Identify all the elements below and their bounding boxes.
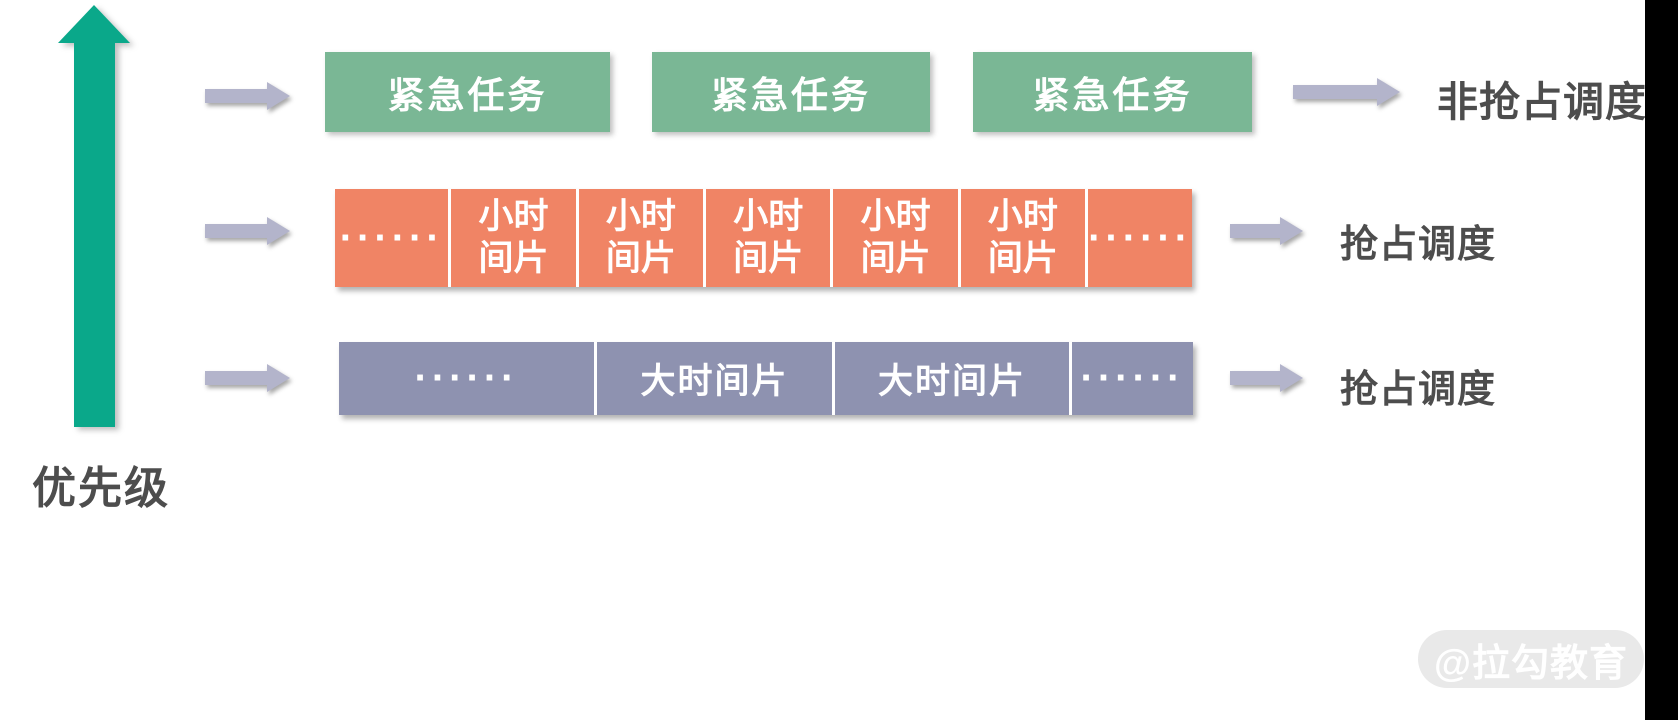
urgent-task-box: 紧急任务 (973, 52, 1252, 132)
arrow-shaft (1230, 371, 1282, 385)
right-arrow-icon (205, 82, 290, 110)
arrow-shaft (1230, 224, 1282, 238)
large-time-slice-cell: 大时间片 (597, 342, 832, 415)
priority-axis-label: 优先级 (32, 464, 170, 513)
ellipsis-cell: ······ (335, 189, 449, 287)
small-time-slice-cell: 小时 间片 (706, 189, 831, 287)
arrow-shaft (1293, 85, 1379, 99)
small-time-slice-cell: 小时 间片 (451, 189, 576, 287)
arrow-head (1377, 78, 1400, 106)
arrow-shaft (74, 41, 115, 427)
right-arrow-icon (1230, 217, 1303, 245)
urgent-task-box: 紧急任务 (325, 52, 610, 132)
large-time-slice-cell: 大时间片 (835, 342, 1069, 415)
arrow-shaft (205, 89, 269, 103)
ellipsis-cell: ······ (339, 342, 594, 415)
small-time-slice-cell: 小时 间片 (960, 189, 1086, 287)
arrow-head (267, 364, 290, 392)
right-arrow-icon (1230, 364, 1303, 392)
arrow-shaft (205, 224, 269, 238)
right-black-band (1645, 0, 1678, 720)
schedule-label-preemptive: 抢占调度 (1340, 369, 1497, 411)
large-time-slice-bar: ······ 大时间片 大时间片 ······ (339, 342, 1193, 415)
arrow-shaft (205, 371, 269, 385)
urgent-task-box: 紧急任务 (652, 52, 930, 132)
ellipsis-cell: ······ (1072, 342, 1193, 415)
schedule-label-non-preemptive: 非抢占调度 (1437, 79, 1647, 125)
right-arrow-icon (1293, 78, 1400, 106)
ellipsis-cell: ······ (1088, 189, 1193, 287)
watermark-badge: @拉勾教育 (1418, 630, 1644, 688)
small-time-slice-cell: 小时 间片 (833, 189, 958, 287)
small-time-slice-cell: 小时 间片 (578, 189, 704, 287)
arrow-head (1280, 364, 1303, 392)
arrow-head (267, 82, 290, 110)
schedule-label-preemptive: 抢占调度 (1340, 224, 1497, 266)
right-arrow-icon (205, 364, 290, 392)
arrow-head (267, 217, 290, 245)
arrow-head (1280, 217, 1303, 245)
right-arrow-icon (205, 217, 290, 245)
small-time-slice-bar: ······ 小时 间片 小时 间片 小时 间片 小时 间片 小时 间片 ···… (335, 189, 1193, 287)
arrow-head (58, 5, 130, 43)
